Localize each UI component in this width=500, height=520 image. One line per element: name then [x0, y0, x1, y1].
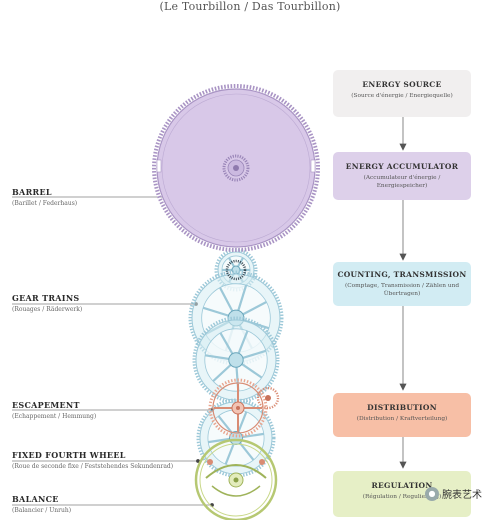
flow-box-energy-accumulator-heading: ENERGY ACCUMULATOR — [345, 162, 459, 171]
label-barrel-sub: (Barillet / Federhaus) — [12, 200, 78, 207]
label-escapement-heading: ESCAPEMENT — [12, 400, 80, 410]
flow-box-counting-transmission-heading: COUNTING, TRANSMISSION — [337, 270, 467, 279]
flow-box-counting-transmission-sub: (Comptage, Transmission / Zählen und Übe… — [344, 283, 460, 297]
label-gear-trains-heading: GEAR TRAINS — [12, 293, 80, 303]
watermark: ● 腕表艺术 — [425, 486, 482, 501]
gear-train-wheels — [188, 248, 284, 478]
watermark-text: 腕表艺术 — [442, 490, 482, 501]
flow-box-energy-source-sub: (Source d'énergie / Energiequelle) — [351, 93, 453, 99]
flow-box-energy-accumulator: ENERGY ACCUMULATOR (Accumulateur d'énerg… — [333, 152, 471, 200]
flow-box-distribution-heading: DISTRIBUTION — [367, 403, 437, 412]
flow-box-energy-source-heading: ENERGY SOURCE — [362, 80, 442, 89]
label-gear-trains-sub: (Rouages / Räderwerk) — [12, 306, 83, 313]
wechat-icon: ● — [425, 486, 439, 501]
flow-arrows — [399, 117, 407, 469]
flow-box-regulation-heading: REGULATION — [371, 481, 433, 490]
label-fixed-fourth-wheel: FIXED FOURTH WHEEL (Roue de seconde fixe… — [12, 450, 173, 470]
label-balance-heading: BALANCE — [12, 494, 59, 504]
gear-pinion — [225, 259, 247, 281]
diagram-title: (Le Tourbillon / Das Tourbillon) — [159, 0, 341, 13]
flow-box-energy-source: ENERGY SOURCE (Source d'énergie / Energi… — [333, 70, 471, 117]
flow-box-regulation: REGULATION (Régulation / Regulierung) — [333, 471, 471, 517]
flow-box-distribution-sub: (Distribution / Kraftverteilung) — [356, 416, 448, 422]
flow-box-regulation-sub: (Régulation / Regulierung) — [362, 494, 442, 500]
escapement-wheel — [208, 378, 280, 438]
gear-wheel-teeth — [192, 316, 280, 404]
label-barrel: BARREL (Barillet / Federhaus) — [12, 187, 77, 207]
gear-wheel-hub — [228, 352, 244, 368]
gear-wheel-teeth — [196, 398, 276, 478]
flow-box-counting-transmission: COUNTING, TRANSMISSION (Comptage, Transm… — [333, 262, 471, 306]
balance-wheel — [194, 438, 278, 520]
label-balance-sub: (Balancier / Unruh) — [12, 507, 72, 514]
label-fixed-fourth-wheel-sub: (Roue de seconde fixe / Feststehendes Se… — [12, 463, 174, 470]
label-barrel-heading: BARREL — [12, 187, 52, 197]
label-fixed-fourth-wheel-heading: FIXED FOURTH WHEEL — [12, 450, 126, 460]
label-gear-trains: GEAR TRAINS (Rouages / Räderwerk) — [12, 293, 82, 313]
barrel-wheel — [152, 84, 320, 252]
label-balance: BALANCE (Balancier / Unruh) — [12, 494, 71, 514]
flow-box-energy-accumulator-sub: (Accumulateur d'énergie / Energiespeiche… — [363, 175, 441, 189]
label-escapement: ESCAPEMENT (Echappement / Hemmung) — [12, 400, 96, 420]
flow-box-distribution: DISTRIBUTION (Distribution / Kraftvertei… — [333, 393, 471, 437]
label-escapement-sub: (Echappement / Hemmung) — [12, 413, 97, 420]
